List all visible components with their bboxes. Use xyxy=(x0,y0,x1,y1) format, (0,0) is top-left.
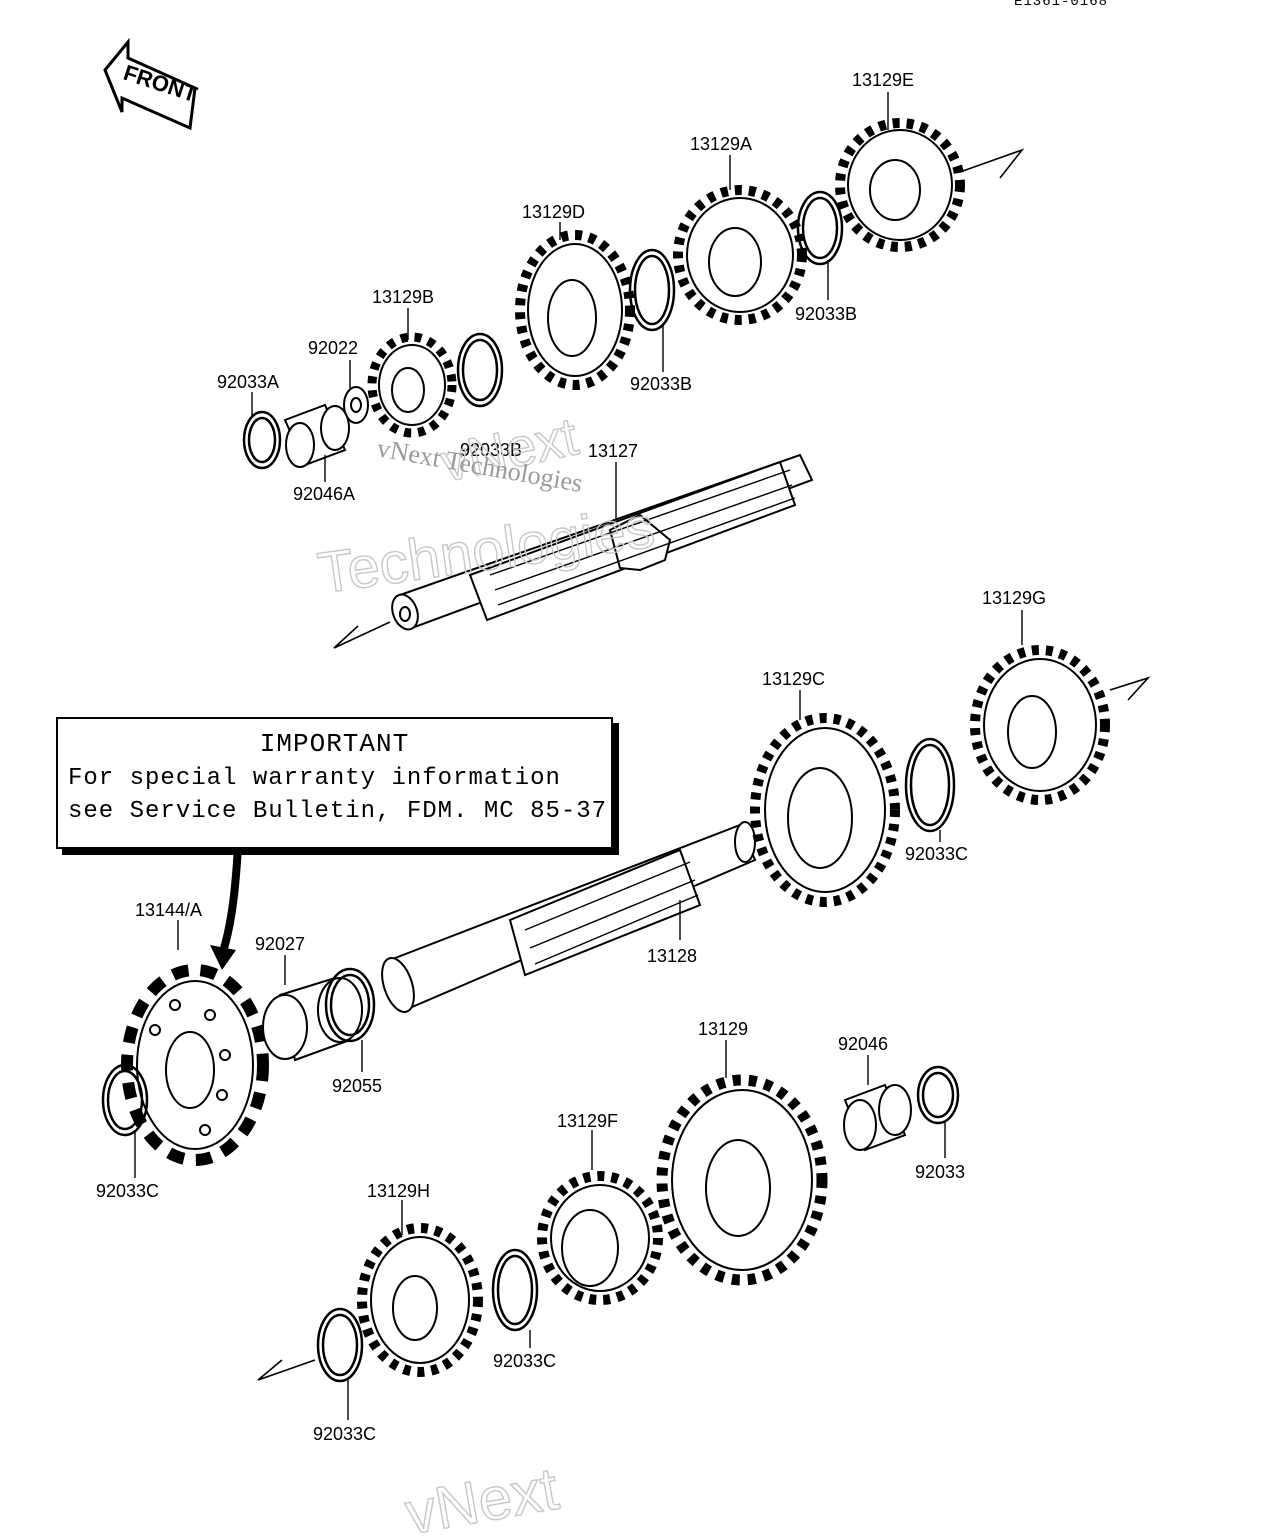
label-13129H: 13129H xyxy=(367,1181,430,1201)
bearing-92046 xyxy=(843,1083,912,1152)
important-notice-box: IMPORTANT For special warranty informati… xyxy=(56,717,613,849)
gear-13129 xyxy=(656,1074,828,1286)
drawing-code: E1361-0168 xyxy=(1013,0,1108,10)
notice-line-2: see Service Bulletin, FDM. MC 85-37 xyxy=(68,798,608,825)
gear-13129B xyxy=(367,332,457,438)
circlip-92033 xyxy=(916,1065,960,1125)
label-92033C-3: 92033C xyxy=(493,1351,556,1371)
gear-13129E xyxy=(835,118,965,252)
notice-pointer-arrow xyxy=(210,845,242,970)
label-92033A: 92033A xyxy=(217,372,279,392)
label-13129: 13129 xyxy=(698,1019,748,1039)
label-13129D: 13129D xyxy=(522,202,585,222)
label-92033C-1: 92033C xyxy=(905,844,968,864)
label-13129B: 13129B xyxy=(372,287,434,307)
part-labels: 13129E 13129A 13129D 92033B 92033B 13129… xyxy=(96,70,1046,1444)
label-92046: 92046 xyxy=(838,1034,888,1054)
leader-lines xyxy=(134,92,1023,1420)
shaft-13128 xyxy=(381,821,757,1013)
washer-92022 xyxy=(343,386,369,424)
label-13129A: 13129A xyxy=(690,134,752,154)
gear-13129G xyxy=(970,645,1110,805)
circlip-92033C-bottom xyxy=(316,1307,364,1383)
label-13129E: 13129E xyxy=(852,70,914,90)
notice-title: IMPORTANT xyxy=(259,729,410,759)
circlip-92033B-lower xyxy=(456,332,504,408)
sprocket-13144A xyxy=(121,964,269,1166)
label-92033B-3: 92033B xyxy=(460,440,522,460)
circlip-92033B-mid xyxy=(628,248,676,332)
circlip-92033C-mid xyxy=(491,1248,539,1332)
oring-92055 xyxy=(324,967,376,1043)
circlip-92033B-upper xyxy=(796,190,844,266)
label-13129F: 13129F xyxy=(557,1111,618,1131)
label-92033: 92033 xyxy=(915,1162,965,1182)
label-92033B-2: 92033B xyxy=(630,374,692,394)
collar-92027 xyxy=(262,976,363,1062)
circlip-92033C-left xyxy=(101,1063,149,1137)
circlip-92033C-upper xyxy=(904,737,956,833)
label-92033C-4: 92033C xyxy=(313,1424,376,1444)
axis-lines xyxy=(257,148,1151,1381)
gear-13129F xyxy=(537,1171,663,1305)
circlip-92033A xyxy=(242,410,282,470)
gear-13129D xyxy=(515,230,635,390)
label-92055: 92055 xyxy=(332,1076,382,1096)
front-arrow-icon: FRONT xyxy=(103,37,201,131)
label-13129C: 13129C xyxy=(762,669,825,689)
label-13144A: 13144/A xyxy=(135,900,202,920)
gear-13129H xyxy=(357,1223,483,1377)
notice-line-1: For special warranty information xyxy=(68,765,561,792)
label-92033C-2: 92033C xyxy=(96,1181,159,1201)
label-13127: 13127 xyxy=(588,441,638,461)
label-92027: 92027 xyxy=(255,934,305,954)
gear-13129C xyxy=(750,713,900,907)
watermark-line4: vNext xyxy=(400,1455,563,1536)
shaft-13127 xyxy=(391,453,814,631)
bearing-92046A xyxy=(283,403,350,468)
label-92022: 92022 xyxy=(308,338,358,358)
label-92046A: 92046A xyxy=(293,484,355,504)
label-13128: 13128 xyxy=(647,946,697,966)
label-92033B-1: 92033B xyxy=(795,304,857,324)
gear-13129A xyxy=(673,185,807,325)
label-13129G: 13129G xyxy=(982,588,1046,608)
